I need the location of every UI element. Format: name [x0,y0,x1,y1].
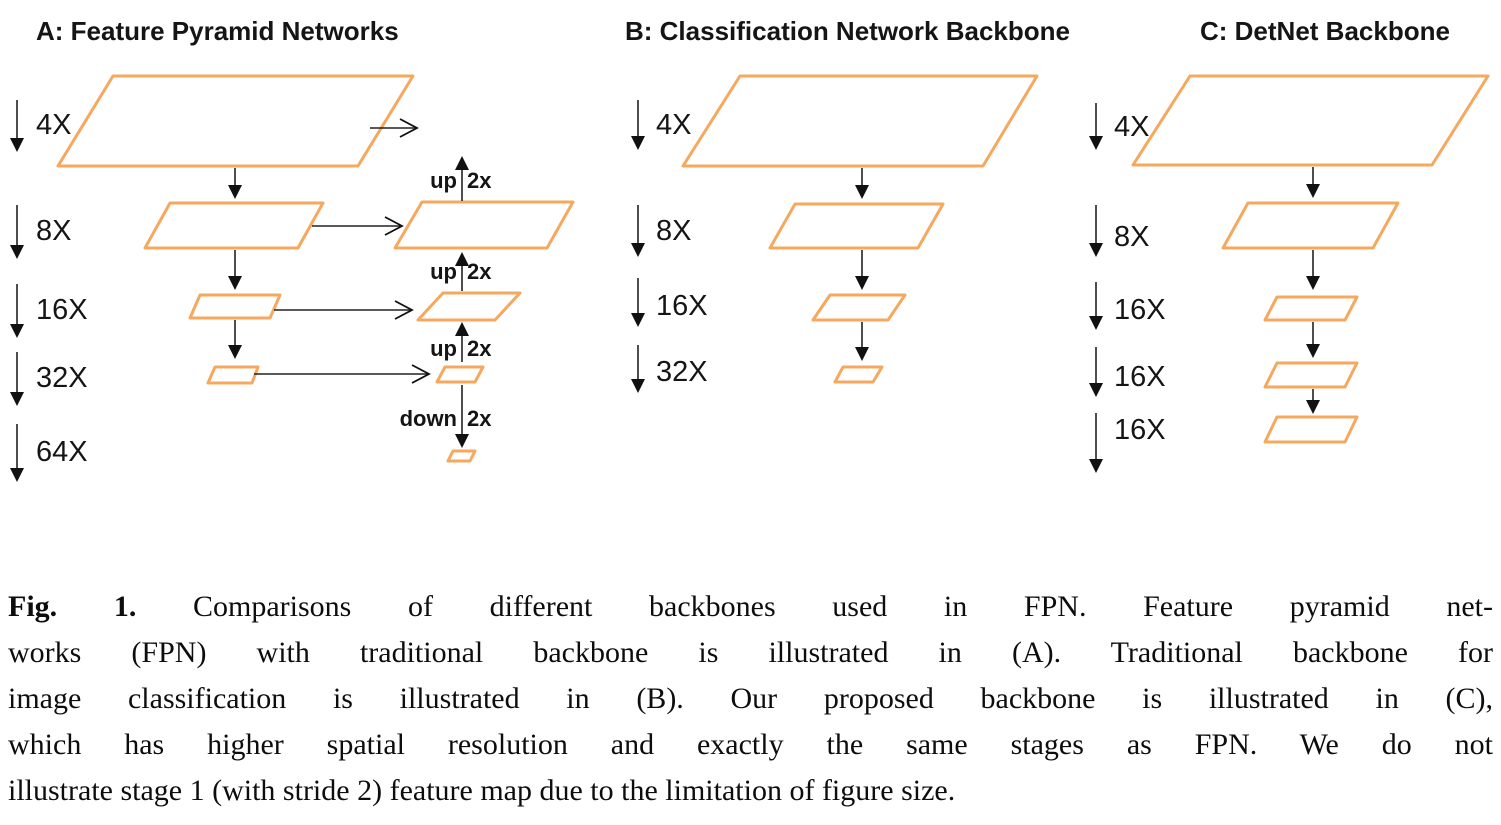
caption-line: illustrate stage 1 (with stride 2) featu… [8,774,956,807]
feature-map-stride16-shape [1263,295,1359,322]
scale-factor-label: 2x [467,168,492,193]
caption-figure-label: Fig. 1. [8,590,137,623]
stride-label: 16X [1114,361,1166,393]
feature-map-stride32-shape [206,365,260,385]
panel-a-lateral-arrows [254,118,431,384]
scale-factor-label: 2x [467,259,492,284]
feature-map-stride4-shape [56,74,415,168]
feature-map-stride16-shape [1263,361,1359,389]
panel-a-title: A: Feature Pyramid Networks [36,16,399,46]
panel-c-diagram [1089,74,1490,473]
stride-label: 4X [1114,111,1150,143]
feature-map-stride32-shape [833,365,884,384]
upsample-label: up [430,336,457,361]
stride-label: 4X [36,109,72,141]
stride-label: 16X [656,290,708,322]
stride-label: 32X [656,356,708,388]
pyramid-output-stride16-shape [416,291,522,322]
pyramid-output-stride8-shape [393,200,575,250]
feature-map-stride16-shape [1263,415,1359,444]
stride-label: 16X [1114,414,1166,446]
stride-label: 32X [36,362,88,394]
caption-text: Comparisons of different backbones used … [192,590,1493,623]
feature-map-stride8-shape [768,202,945,250]
feature-map-stride8-shape [1221,201,1400,250]
scale-factor-label: 2x [467,406,492,431]
feature-map-stride8-shape [143,201,325,250]
panel-b-diagram [631,74,1039,393]
stride-label: 16X [36,294,88,326]
panel-c-title: C: DetNet Backbone [1200,16,1450,46]
upsample-label: up [430,259,457,284]
stride-label: 16X [1114,294,1166,326]
scale-factor-label: 2x [467,336,492,361]
downsample-label: down [399,406,457,431]
feature-map-stride16-shape [811,293,907,322]
stride-label: 8X [656,215,692,247]
panel-b-title: B: Classification Network Backbone [625,16,1070,46]
panel-a-diagram [10,74,575,482]
stride-label: 8X [1114,221,1150,253]
pyramid-output-stride64-shape [446,449,477,463]
stride-label: 8X [36,215,72,247]
caption-line: which has higher spatial resolution and … [8,728,1493,761]
stride-label: 4X [656,109,692,141]
feature-map-stride4-shape [681,74,1039,168]
caption-line: image classification is illustrated in (… [8,682,1493,715]
stride-label: 64X [36,436,88,468]
pyramid-output-stride32-shape [435,365,485,384]
caption-line: Fig. 1. Comparisons of different backbon… [8,584,1493,630]
feature-map-stride16-shape [188,293,282,320]
figure-caption: Fig. 1. Comparisons of different backbon… [8,584,1493,814]
upsample-label: up [430,168,457,193]
feature-map-stride4-shape [1131,74,1490,167]
caption-line: works (FPN) with traditional backbone is… [8,636,1493,669]
